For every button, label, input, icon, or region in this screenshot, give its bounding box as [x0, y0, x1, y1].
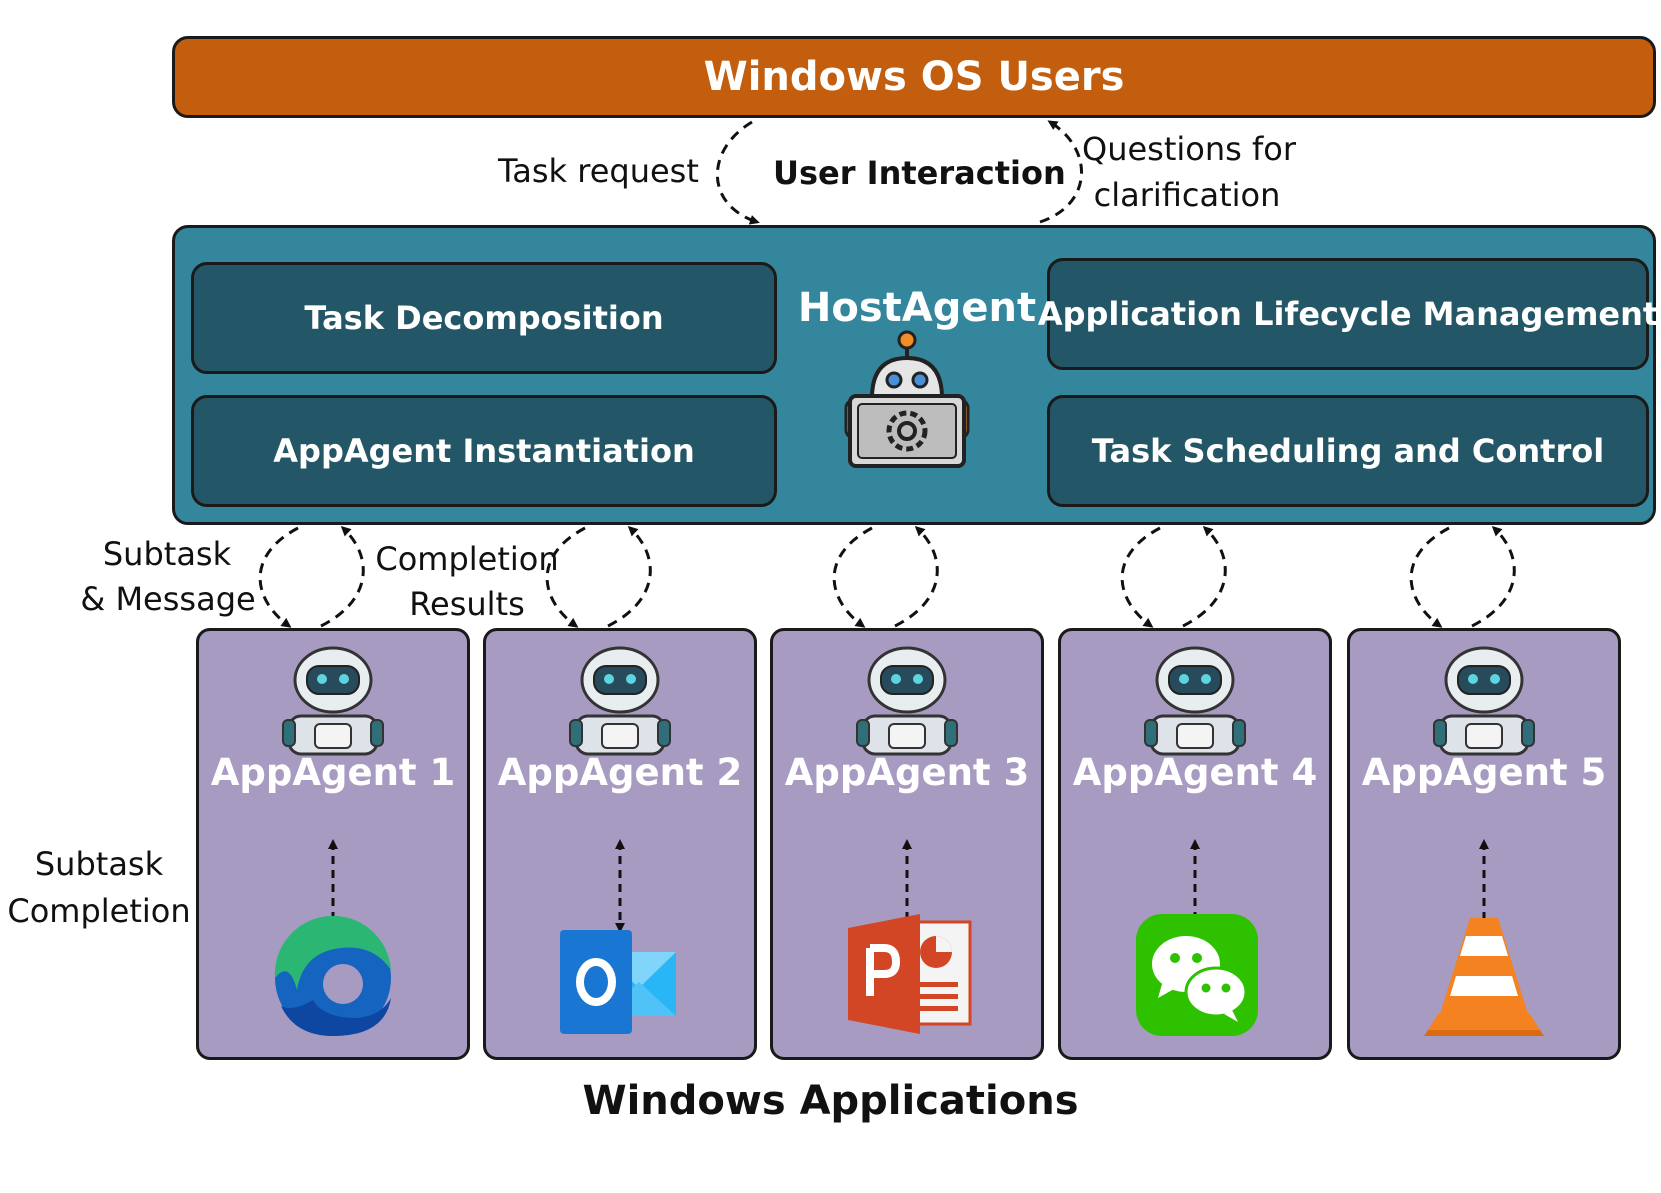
vlc-icon [1424, 918, 1544, 1036]
appagent-robot-icon [1433, 646, 1535, 756]
appagent-robot-icon [856, 646, 958, 756]
appagent-instantiation-module: AppAgent Instantiation [191, 395, 777, 507]
subtask-arrow [832, 526, 873, 628]
task-request-arrow [715, 120, 760, 225]
appagent-label: AppAgent 1 [210, 751, 456, 794]
questions-label-line1: Questions for [1082, 130, 1296, 168]
users-title: Windows OS Users [703, 54, 1125, 100]
hostagent-panel: Task Decomposition AppAgent Instantiatio… [172, 225, 1658, 525]
completion-arrow [607, 525, 652, 628]
task-decomposition-module: Task Decomposition [191, 262, 777, 374]
module-label: Task Decomposition [304, 299, 664, 337]
module-label: AppAgent Instantiation [273, 432, 695, 470]
wechat-icon [1136, 914, 1258, 1036]
subtask-arrow [1409, 526, 1450, 628]
subtask-label-line2: & Message [80, 580, 256, 618]
questions-label-line2: clarification [1093, 176, 1281, 214]
task-scheduling-module: Task Scheduling and Control [1047, 395, 1649, 507]
windows-applications-title: Windows Applications [582, 1078, 1079, 1124]
appagent-robot-icon [282, 646, 384, 756]
completion-label-line2: Results [409, 585, 525, 623]
application-lifecycle-module: Application Lifecycle Management [1038, 258, 1658, 370]
completion-label-line1: Completion [375, 540, 559, 578]
hostagent-title: HostAgent [797, 285, 1037, 331]
appagent-robot-icon [569, 646, 671, 756]
subtask-arrow [258, 526, 299, 628]
appagent-label: AppAgent 3 [784, 751, 1030, 794]
side-completion-line2: Completion [7, 892, 191, 930]
module-label: Application Lifecycle Management [1037, 295, 1659, 333]
appagent-label: AppAgent 5 [1361, 751, 1607, 794]
subtask-label-line1: Subtask [102, 535, 232, 573]
edge-icon [274, 915, 391, 1036]
side-completion-line1: Subtask [34, 845, 164, 883]
user-interaction-label: User Interaction [773, 154, 1066, 192]
completion-arrow [1182, 525, 1227, 628]
module-label: Task Scheduling and Control [1091, 432, 1605, 470]
subtask-arrow [545, 526, 586, 628]
clarification-arrow [1039, 120, 1084, 224]
appagent-label: AppAgent 4 [1072, 751, 1318, 794]
outlook-icon [560, 930, 676, 1034]
appagent-robot-icon [1144, 646, 1246, 756]
completion-arrow [1471, 525, 1516, 628]
windows-os-users-bar: Windows OS Users [172, 36, 1656, 118]
completion-arrow [894, 525, 939, 628]
subtask-arrow [1120, 526, 1161, 628]
completion-arrow [320, 525, 365, 628]
powerpoint-icon [848, 914, 972, 1034]
task-request-label: Task request [498, 152, 699, 190]
appagent-label: AppAgent 2 [497, 751, 743, 794]
